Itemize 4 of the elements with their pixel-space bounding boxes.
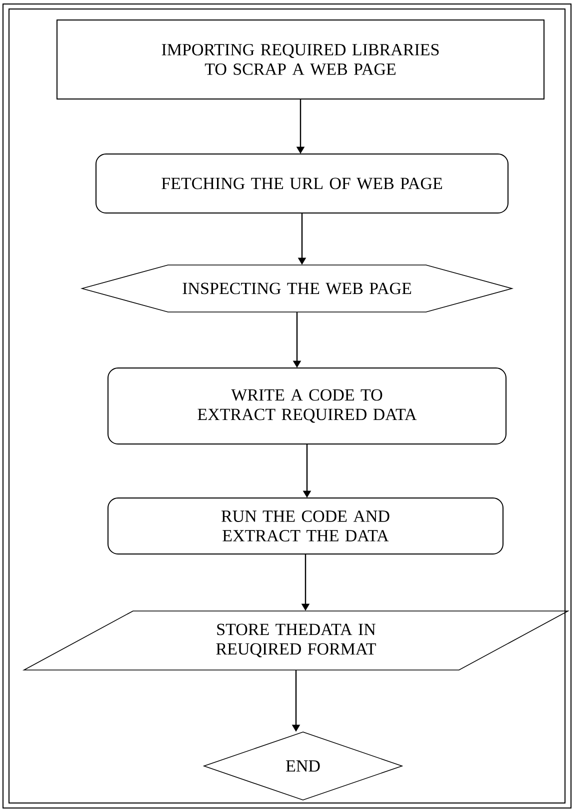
process-box: FETCHING THE URL OF WEB PAGE bbox=[96, 154, 508, 214]
process-box: IMPORTING REQUIRED LIBRARIES TO SCRAP A WEB PAGE bbox=[56, 20, 544, 100]
process-box: WRITE A CODE TO EXTRACT REQUIRED DATA bbox=[108, 368, 506, 444]
process-box: RUN THE CODE AND EXTRACT THE DATA bbox=[108, 498, 504, 554]
